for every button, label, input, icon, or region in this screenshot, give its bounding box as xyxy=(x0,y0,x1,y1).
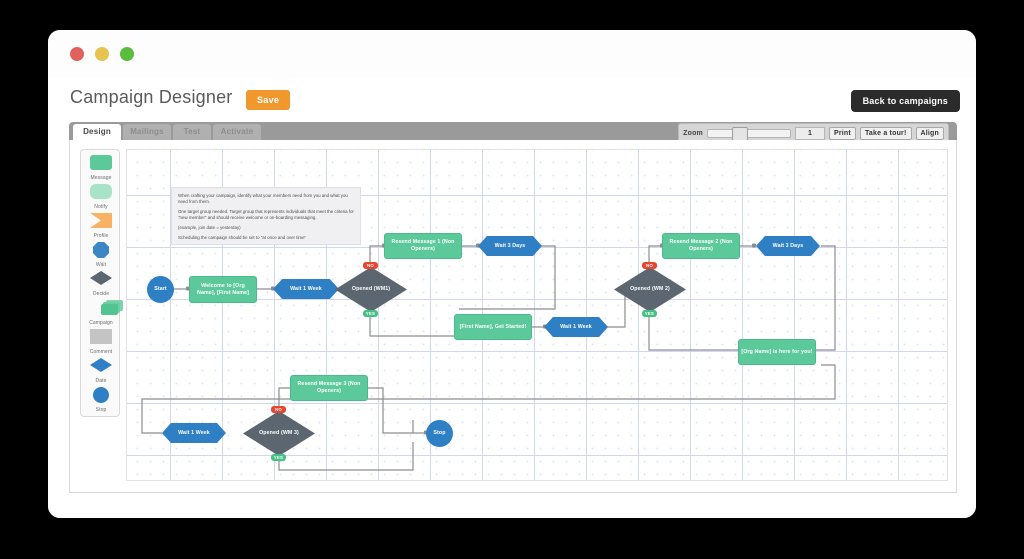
take-a-tour-button[interactable]: Take a tour! xyxy=(859,126,912,140)
palette-item-decide[interactable]: Decide xyxy=(81,270,121,299)
badge-yes-wm3[interactable]: YES xyxy=(271,454,286,461)
palette-label: Notify xyxy=(94,204,108,210)
palette-label: Wait xyxy=(95,262,107,268)
palette-label: Date xyxy=(95,378,107,384)
profile-bowtie-icon xyxy=(90,213,112,228)
palette-item-wait[interactable]: Wait xyxy=(81,241,121,270)
palette-item-profile[interactable]: Profile xyxy=(81,212,121,241)
node-get-started-message[interactable]: [First Name], Get Started! xyxy=(454,314,532,340)
node-wait-3-days-b[interactable]: Wait 3 Days xyxy=(756,236,820,256)
badge-no-wm3[interactable]: NO xyxy=(271,406,286,413)
palette-label: Stop xyxy=(95,407,107,413)
window-controls[interactable] xyxy=(70,47,134,61)
palette-label: Campaign xyxy=(89,320,113,326)
page-content: Campaign Designer Save Back to campaigns… xyxy=(48,78,976,518)
badge-no-wm1[interactable]: NO xyxy=(363,262,378,269)
node-start[interactable]: Start xyxy=(147,276,174,303)
page-header: Campaign Designer Save Back to campaigns xyxy=(48,78,976,122)
save-button[interactable]: Save xyxy=(246,90,291,110)
comment-line: Scheduling the campaign should be set to… xyxy=(178,235,307,240)
tab-mailings[interactable]: Mailings xyxy=(123,124,171,140)
node-wait-1-week-c[interactable]: Wait 1 Week xyxy=(162,423,226,443)
maximize-icon[interactable] xyxy=(120,47,134,61)
window-titlebar xyxy=(48,30,976,79)
comment-line: When crafting your campaign, identify wh… xyxy=(178,193,348,204)
comment-line: (example, join date = yesterday) xyxy=(178,225,241,230)
node-welcome-message[interactable]: Welcome to [Org Name], [First Name] xyxy=(189,276,257,303)
decide-diamond-icon xyxy=(90,271,112,285)
tab-test[interactable]: Test xyxy=(173,124,211,140)
comment-note[interactable]: When crafting your campaign, identify wh… xyxy=(171,187,361,245)
zoom-slider[interactable] xyxy=(706,126,791,141)
node-wait-1-week-b[interactable]: Wait 1 Week xyxy=(544,317,608,337)
message-rect-icon xyxy=(90,155,112,170)
tab-design[interactable]: Design xyxy=(73,124,121,140)
notify-rounded-icon xyxy=(90,184,112,199)
zoom-slider-thumb[interactable] xyxy=(731,126,748,141)
tab-activate[interactable]: Activate xyxy=(213,124,261,140)
zoom-label: Zoom xyxy=(683,129,703,137)
close-icon[interactable] xyxy=(70,47,84,61)
stop-circle-icon xyxy=(93,387,109,403)
browser-window: Campaign Designer Save Back to campaigns… xyxy=(48,30,976,518)
palette-label: Decide xyxy=(92,291,110,297)
shape-palette: Message Notify Profile Wait xyxy=(80,149,123,417)
palette-item-comment[interactable]: Comment xyxy=(81,328,121,357)
palette-item-date[interactable]: Date xyxy=(81,357,121,386)
page-title: Campaign Designer xyxy=(70,87,233,107)
node-resend-message-2[interactable]: Resend Message 2 (Non Openers) xyxy=(662,233,740,259)
comment-rect-icon xyxy=(90,329,112,344)
minimize-icon[interactable] xyxy=(95,47,109,61)
palette-item-notify[interactable]: Notify xyxy=(81,183,121,212)
zoom-value[interactable]: 1 xyxy=(794,126,825,140)
palette-label: Comment xyxy=(89,349,113,355)
palette-label: Profile xyxy=(93,233,109,239)
palette-item-campaign[interactable]: Campaign xyxy=(81,299,123,328)
node-wait-1-week-a[interactable]: Wait 1 Week xyxy=(273,279,339,299)
back-to-campaigns-button[interactable]: Back to campaigns xyxy=(850,90,960,112)
tab-bar: Design Mailings Test Activate Zoom 1 Pri… xyxy=(69,122,957,143)
node-resend-message-1[interactable]: Resend Message 1 (Non Openers) xyxy=(384,233,462,259)
node-wait-3-days-a[interactable]: Wait 3 Days xyxy=(478,236,542,256)
node-here-for-you-message[interactable]: [Org Name] is here for you! xyxy=(738,339,816,365)
badge-yes-wm1[interactable]: YES xyxy=(363,310,378,317)
flow-canvas[interactable]: When crafting your campaign, identify wh… xyxy=(126,149,948,481)
align-button[interactable]: Align xyxy=(915,126,944,140)
comment-line: One target group needed. Target group th… xyxy=(178,209,354,220)
palette-label: Message xyxy=(90,175,112,181)
canvas-toolbar: Zoom 1 Print Take a tour! Align xyxy=(678,123,949,143)
date-diamond-icon xyxy=(90,358,112,372)
palette-item-stop[interactable]: Stop xyxy=(81,386,121,415)
designer-body: Message Notify Profile Wait xyxy=(69,140,957,493)
badge-yes-wm2[interactable]: YES xyxy=(642,310,657,317)
wait-octagon-icon xyxy=(93,242,109,258)
node-stop[interactable]: Stop xyxy=(426,420,453,447)
badge-no-wm2[interactable]: NO xyxy=(642,262,657,269)
node-resend-message-3[interactable]: Resend Message 3 (Non Openers) xyxy=(290,375,368,401)
print-button[interactable]: Print xyxy=(828,126,856,140)
palette-item-message[interactable]: Message xyxy=(81,154,121,183)
